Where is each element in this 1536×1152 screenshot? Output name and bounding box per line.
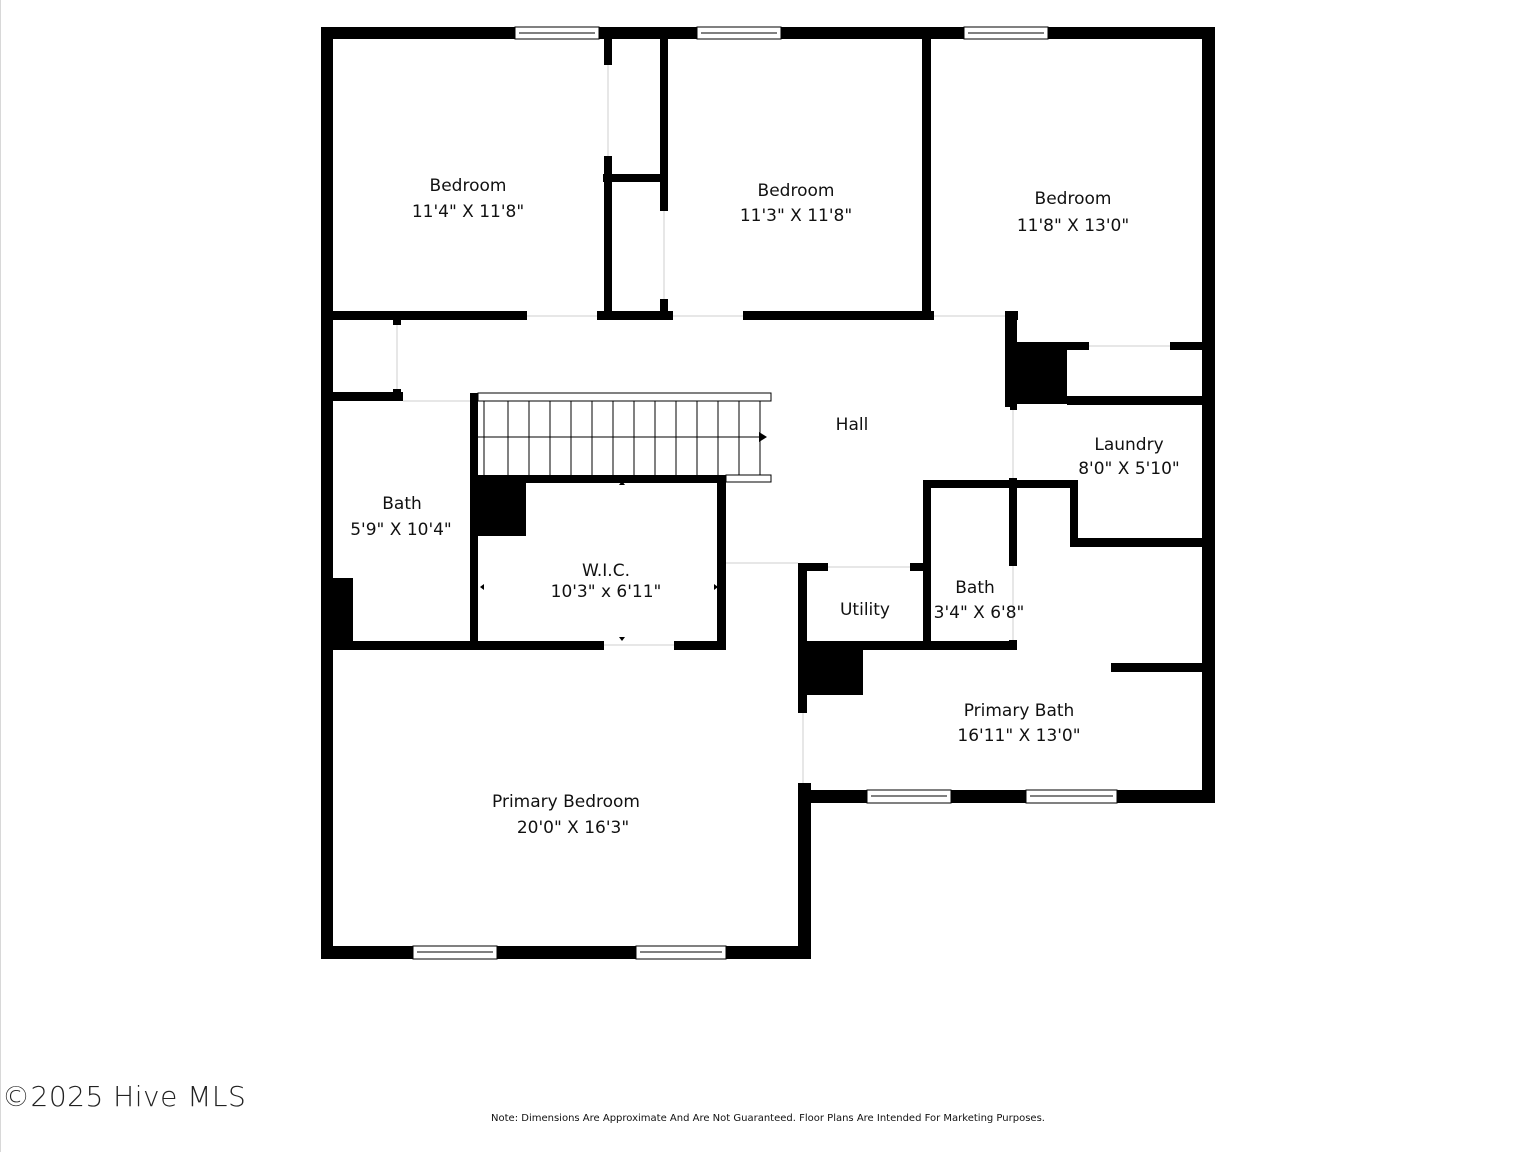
stair-direction-arrow-icon: [759, 432, 767, 442]
room-label-bedroom-2: Bedroom 11'3" X 11'8": [740, 181, 852, 226]
svg-text:Hall: Hall: [836, 415, 869, 435]
svg-text:Bedroom: Bedroom: [758, 181, 835, 201]
room-label-utility: Utility: [840, 600, 890, 620]
svg-text:Primary Bedroom: Primary Bedroom: [492, 792, 640, 812]
svg-text:10'3" x 6'11": 10'3" x 6'11": [551, 582, 662, 602]
room-label-bedroom-3: Bedroom 11'8" X 13'0": [1017, 189, 1129, 236]
svg-text:Laundry: Laundry: [1094, 435, 1163, 455]
exterior-walls: [321, 27, 1215, 959]
room-label-wic: W.I.C. 10'3" x 6'11": [551, 561, 662, 602]
window-primary-bath-1: [866, 789, 952, 804]
svg-text:Bedroom: Bedroom: [430, 176, 507, 196]
marker-arrow-icon: [619, 481, 625, 485]
room-label-bath-1: Bath 5'9" X 10'4": [350, 494, 452, 540]
svg-text:11'3" X 11'8": 11'3" X 11'8": [740, 206, 852, 226]
room-label-bath-2: Bath 3'4" X 6'8": [934, 578, 1025, 623]
svg-text:Bedroom: Bedroom: [1035, 189, 1112, 209]
copyright-watermark: ©2025 Hive MLS: [2, 1080, 247, 1113]
window-primary-bedroom-2: [635, 945, 727, 960]
window-bedroom-3: [963, 26, 1049, 40]
svg-text:5'9" X 10'4": 5'9" X 10'4": [350, 520, 452, 540]
svg-text:W.I.C.: W.I.C.: [582, 561, 630, 581]
page-edge: [0, 0, 1, 1152]
svg-text:11'4" X 11'8": 11'4" X 11'8": [412, 202, 524, 222]
svg-text:8'0" X 5'10": 8'0" X 5'10": [1078, 459, 1180, 479]
interior-walls: [321, 39, 1202, 713]
svg-text:20'0" X 16'3": 20'0" X 16'3": [517, 818, 629, 838]
room-label-primary-bath: Primary Bath 16'11" X 13'0": [957, 701, 1080, 746]
svg-text:Primary Bath: Primary Bath: [964, 701, 1075, 721]
disclaimer-note: Note: Dimensions Are Approximate And Are…: [0, 1113, 1536, 1124]
window-bedroom-2: [696, 26, 782, 40]
svg-text:3'4" X 6'8": 3'4" X 6'8": [934, 603, 1025, 623]
marker-arrow-icon: [480, 584, 484, 590]
room-label-bedroom-1: Bedroom 11'4" X 11'8": [412, 176, 524, 222]
room-label-primary-bedroom: Primary Bedroom 20'0" X 16'3": [492, 792, 640, 838]
wic-markers: [480, 481, 718, 641]
room-label-hall: Hall: [836, 415, 869, 435]
door-openings: [396, 65, 1170, 783]
room-label-laundry: Laundry 8'0" X 5'10": [1078, 435, 1180, 479]
disclaimer-text: Note: Dimensions Are Approximate And Are…: [491, 1113, 1045, 1124]
svg-text:Bath: Bath: [955, 578, 995, 598]
windows: [412, 26, 1118, 960]
marker-arrow-icon: [619, 637, 625, 641]
window-primary-bath-2: [1025, 789, 1118, 804]
svg-text:11'8" X 13'0": 11'8" X 13'0": [1017, 216, 1129, 236]
staircase: [477, 392, 772, 483]
window-primary-bedroom-1: [412, 945, 498, 960]
window-bedroom-1: [514, 26, 600, 40]
marker-arrow-icon: [714, 584, 718, 590]
svg-text:16'11" X 13'0": 16'11" X 13'0": [957, 726, 1080, 746]
svg-text:Utility: Utility: [840, 600, 890, 620]
svg-text:Bath: Bath: [382, 494, 422, 514]
